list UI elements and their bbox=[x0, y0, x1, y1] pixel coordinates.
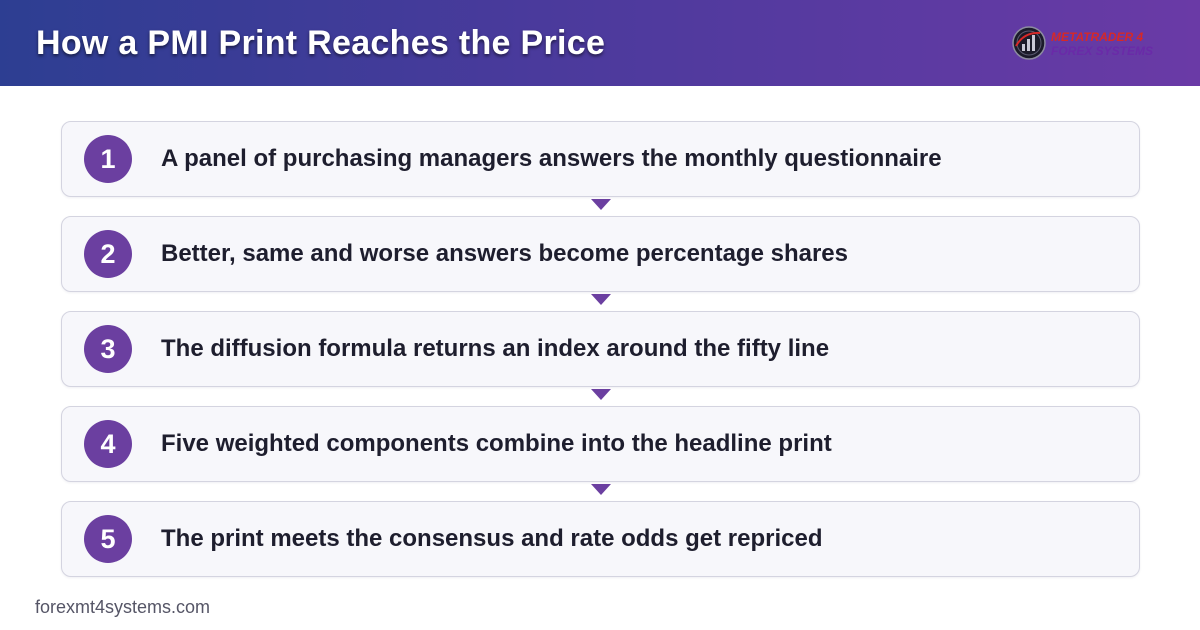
page-title: How a PMI Print Reaches the Price bbox=[36, 24, 606, 62]
footer-url: forexmt4systems.com bbox=[35, 597, 211, 617]
step-card: 2 Better, same and worse answers become … bbox=[61, 216, 1140, 305]
chart-globe-icon bbox=[1012, 26, 1046, 60]
step-number-badge: 5 bbox=[84, 515, 132, 563]
down-arrow-icon bbox=[591, 294, 611, 305]
step-number-badge: 1 bbox=[84, 135, 132, 183]
brand-logo: METATRADER 4 FOREX SYSTEMS bbox=[1010, 24, 1178, 62]
step-list: 1 A panel of purchasing managers answers… bbox=[61, 121, 1140, 577]
step-text: The print meets the consensus and rate o… bbox=[161, 525, 823, 552]
step-number-badge: 3 bbox=[84, 325, 132, 373]
down-arrow-icon bbox=[591, 389, 611, 400]
step-text: Five weighted components combine into th… bbox=[161, 430, 832, 457]
step-text: Better, same and worse answers become pe… bbox=[161, 240, 848, 267]
step-number-badge: 2 bbox=[84, 230, 132, 278]
header-banner: How a PMI Print Reaches the Price METATR… bbox=[0, 0, 1200, 86]
step-card: 4 Five weighted components combine into … bbox=[61, 406, 1140, 495]
logo-line1: METATRADER 4 bbox=[1051, 30, 1144, 44]
step-number-badge: 4 bbox=[84, 420, 132, 468]
down-arrow-icon bbox=[591, 199, 611, 210]
step-text: The diffusion formula returns an index a… bbox=[161, 335, 830, 362]
step-text: A panel of purchasing managers answers t… bbox=[161, 145, 942, 172]
down-arrow-icon bbox=[591, 484, 611, 495]
logo-line2: FOREX SYSTEMS bbox=[1051, 44, 1153, 58]
step-card: 3 The diffusion formula returns an index… bbox=[61, 311, 1140, 400]
step-card: 1 A panel of purchasing managers answers… bbox=[61, 121, 1140, 210]
step-card: 5 The print meets the consensus and rate… bbox=[61, 501, 1140, 577]
